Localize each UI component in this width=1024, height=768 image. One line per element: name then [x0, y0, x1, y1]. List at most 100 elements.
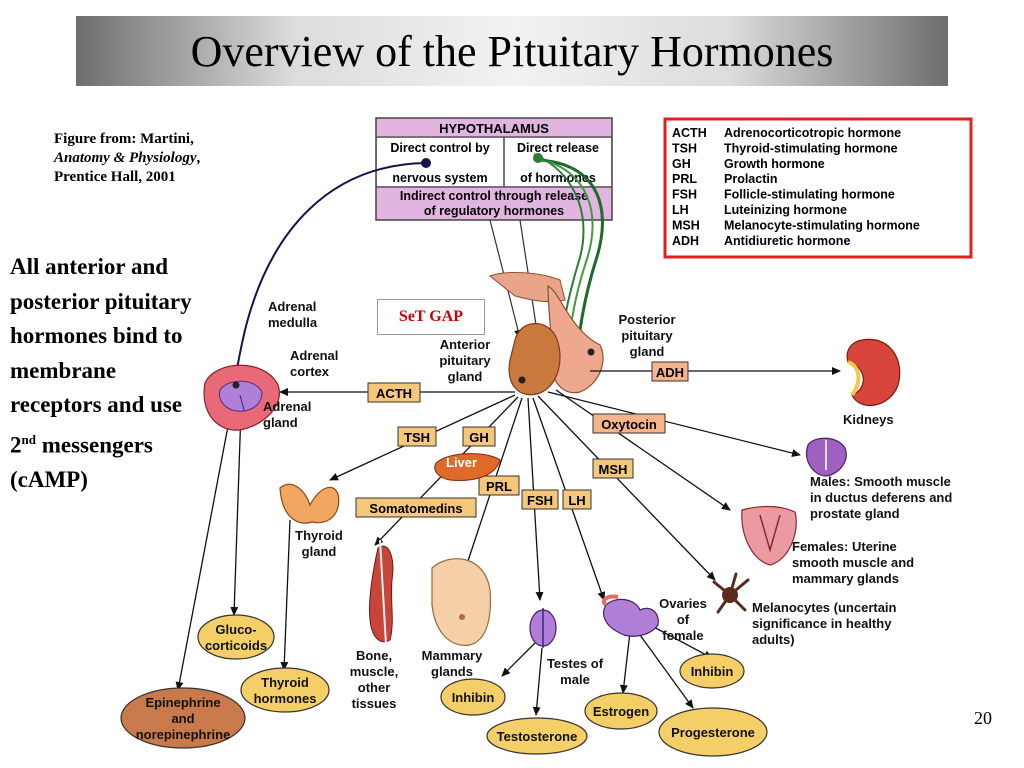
- svg-text:Adrenal: Adrenal: [268, 299, 316, 314]
- svg-text:norepinephrine: norepinephrine: [136, 727, 231, 742]
- svg-text:Indirect control through relea: Indirect control through release: [400, 189, 588, 203]
- hypothalamus-title: HYPOTHALAMUS: [439, 121, 549, 136]
- legend-abbr: PRL: [672, 172, 697, 186]
- svg-text:mammary glands: mammary glands: [792, 571, 899, 586]
- svg-text:Direct release: Direct release: [517, 141, 599, 155]
- tag-somatomedins: Somatomedins: [369, 501, 462, 516]
- inhibin-female-label: Inhibin: [691, 664, 734, 679]
- svg-text:muscle,: muscle,: [350, 664, 398, 679]
- svg-text:Kidneys: Kidneys: [843, 412, 894, 427]
- adrenal-gland-icon: [203, 364, 280, 431]
- testosterone-label: Testosterone: [497, 729, 578, 744]
- tag-gh: GH: [469, 430, 489, 445]
- progesterone-label: Progesterone: [671, 725, 755, 740]
- pituitary-gland: [489, 272, 604, 396]
- uterus-icon: [741, 505, 797, 566]
- tag-prl: PRL: [486, 479, 512, 494]
- legend-abbr: MSH: [672, 218, 700, 232]
- nerve-cell-body: [421, 158, 431, 168]
- svg-text:Females: Uterine: Females: Uterine: [792, 539, 897, 554]
- gluco-label: Gluco-: [215, 622, 256, 637]
- melanocyte-icon: [712, 572, 750, 614]
- title-bar: Overview of the Pituitary Hormones: [76, 16, 948, 86]
- tag-tsh: TSH: [404, 430, 430, 445]
- neurosecretory-cell: [533, 153, 543, 163]
- thyroid-icon: [279, 483, 340, 524]
- tag-acth: ACTH: [376, 386, 412, 401]
- tag-msh: MSH: [599, 462, 628, 477]
- inhibin-male-label: Inhibin: [452, 690, 495, 705]
- svg-text:significance in healthy: significance in healthy: [752, 616, 892, 631]
- svg-text:of: of: [677, 612, 690, 627]
- legend-name: Prolactin: [724, 172, 778, 186]
- svg-text:Direct control by: Direct control by: [390, 141, 489, 155]
- legend-name: Adrenocorticotropic hormone: [724, 126, 901, 140]
- svg-text:Posterior: Posterior: [618, 312, 675, 327]
- svg-text:adults): adults): [752, 632, 795, 647]
- muscle-bone-icon: [369, 539, 394, 646]
- svg-text:Adrenal: Adrenal: [290, 348, 338, 363]
- credit-book: Anatomy & Physiology: [54, 150, 197, 166]
- thyroid-hormones-label: Thyroid: [261, 675, 309, 690]
- liver-icon: [434, 453, 501, 481]
- product-ovals: [120, 614, 768, 757]
- svg-text:pituitary: pituitary: [439, 353, 491, 368]
- legend-name: Luteinizing hormone: [724, 203, 847, 217]
- legend-abbr: GH: [672, 157, 691, 171]
- svg-text:of regulatory hormones: of regulatory hormones: [424, 204, 564, 218]
- svg-text:pituitary: pituitary: [621, 328, 673, 343]
- organ-illustrations: [203, 338, 901, 648]
- svg-text:gland: gland: [448, 369, 483, 384]
- svg-text:Testes of: Testes of: [547, 656, 604, 671]
- svg-text:Males: Smooth muscle: Males: Smooth muscle: [810, 474, 951, 489]
- svg-text:prostate gland: prostate gland: [810, 506, 900, 521]
- svg-text:other: other: [358, 680, 391, 695]
- svg-text:nervous system: nervous system: [392, 171, 487, 185]
- product-labels: Gluco- corticoids Thyroid hormones Epine…: [136, 622, 755, 744]
- kidney-icon: [846, 338, 901, 406]
- legend-abbr: LH: [672, 203, 689, 217]
- legend-abbr: FSH: [672, 188, 697, 202]
- set-gap-badge: SeT GAP: [377, 299, 485, 335]
- legend-name: Follicle-stimulating hormone: [724, 188, 895, 202]
- tag-adh: ADH: [656, 365, 684, 380]
- legend-name: Thyroid-stimulating hormone: [724, 141, 898, 155]
- svg-text:Adrenal: Adrenal: [263, 399, 311, 414]
- hormone-tags: ACTH ADH TSH GH PRL FSH LH MSH Oxytocin …: [355, 361, 689, 518]
- svg-text:smooth muscle and: smooth muscle and: [792, 555, 914, 570]
- legend-abbr: ADH: [672, 234, 699, 248]
- tag-lh: LH: [568, 493, 585, 508]
- ovary-icon: [601, 594, 659, 637]
- prostate-icon: [806, 437, 847, 477]
- svg-text:Bone,: Bone,: [356, 648, 392, 663]
- svg-text:and: and: [171, 711, 194, 726]
- side-note: All anterior and posterior pituitary hor…: [10, 254, 192, 492]
- legend-abbr: TSH: [672, 141, 697, 155]
- svg-text:female: female: [662, 628, 703, 643]
- credit-line1: Figure from: Martini,: [54, 131, 194, 147]
- svg-text:Melanocytes (uncertain: Melanocytes (uncertain: [752, 600, 897, 615]
- credit-line3: Prentice Hall, 2001: [54, 169, 176, 185]
- tag-fsh: FSH: [527, 493, 553, 508]
- svg-text:Mammary: Mammary: [422, 648, 483, 663]
- svg-text:tissues: tissues: [352, 696, 397, 711]
- svg-text:gland: gland: [302, 544, 337, 559]
- svg-text:Anterior: Anterior: [440, 337, 491, 352]
- slide-title: Overview of the Pituitary Hormones: [190, 26, 834, 76]
- svg-text:cortex: cortex: [290, 364, 330, 379]
- svg-text:gland: gland: [630, 344, 665, 359]
- figure-credit: Figure from: Martini, Anatomy & Physiolo…: [54, 131, 201, 185]
- svg-text:medulla: medulla: [268, 315, 318, 330]
- svg-text:male: male: [560, 672, 590, 687]
- svg-text:Thyroid: Thyroid: [295, 528, 343, 543]
- organ-labels: Adrenal medulla Adrenal cortex Adrenal g…: [263, 299, 952, 711]
- legend-name: Antidiuretic hormone: [724, 234, 850, 248]
- estrogen-label: Estrogen: [593, 704, 649, 719]
- svg-text:corticoids: corticoids: [205, 638, 267, 653]
- epinephrine-label: Epinephrine: [145, 695, 220, 710]
- svg-text:Ovaries: Ovaries: [659, 596, 707, 611]
- page-number: 20: [974, 708, 992, 728]
- svg-text:hormones: hormones: [254, 691, 317, 706]
